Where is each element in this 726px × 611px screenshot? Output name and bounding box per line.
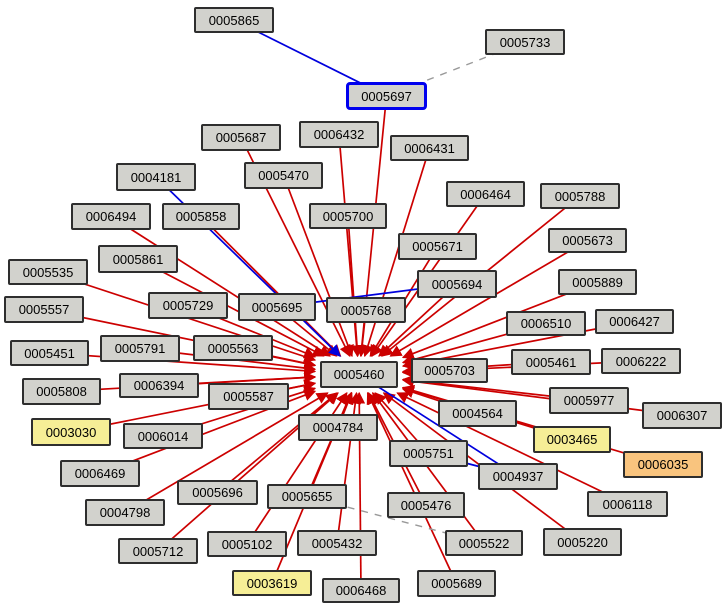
graph-edge-red (124, 392, 329, 514)
graph-node-0006431[interactable]: 0006431 (390, 135, 469, 161)
graph-node-0005788[interactable]: 0005788 (540, 183, 620, 209)
graph-node-0006468[interactable]: 0006468 (322, 578, 400, 603)
graph-node-0006035[interactable]: 0006035 (623, 451, 703, 478)
graph-edge-red (282, 175, 354, 358)
graph-edge-red (49, 352, 317, 377)
graph-edge-red (396, 392, 628, 505)
graph-node-0005768[interactable]: 0005768 (326, 297, 406, 323)
graph-node-0005700[interactable]: 0005700 (309, 203, 387, 229)
graph-node-0005587[interactable]: 0005587 (208, 383, 289, 410)
graph-node-0005733[interactable]: 0005733 (485, 29, 565, 55)
graph-node-0006494[interactable]: 0006494 (71, 203, 151, 230)
graph-node-0005861[interactable]: 0005861 (98, 245, 178, 273)
graph-node-0004564[interactable]: 0004564 (438, 400, 517, 427)
graph-node-0005220[interactable]: 0005220 (543, 528, 622, 556)
graph-node-0004181[interactable]: 0004181 (116, 163, 196, 191)
graph-node-0005694[interactable]: 0005694 (417, 270, 497, 298)
graph-node-0005535[interactable]: 0005535 (8, 259, 88, 285)
graph-node-0005689[interactable]: 0005689 (417, 570, 496, 597)
graph-node-0005858[interactable]: 0005858 (162, 203, 240, 230)
graph-node-0005712[interactable]: 0005712 (118, 538, 198, 564)
graph-edge-red (389, 239, 588, 357)
graph-node-0005673[interactable]: 0005673 (548, 228, 627, 253)
graph-edge-red (216, 392, 338, 494)
graph-node-0005655[interactable]: 0005655 (267, 484, 347, 509)
graph-edge-red (347, 215, 363, 358)
graph-node-0005695[interactable]: 0005695 (238, 293, 316, 321)
graph-node-0006464[interactable]: 0006464 (446, 181, 525, 207)
graph-edge-red (110, 215, 331, 357)
graph-node-0006222[interactable]: 0006222 (601, 348, 681, 374)
graph-node-0005703[interactable]: 0005703 (411, 358, 488, 383)
graph-node-0005687[interactable]: 0005687 (201, 124, 281, 151)
graph-node-0005102[interactable]: 0005102 (207, 531, 287, 557)
graph-node-0005696[interactable]: 0005696 (177, 480, 258, 505)
graph-edge-red (372, 392, 485, 544)
graph-node-0003030[interactable]: 0003030 (31, 418, 111, 446)
graph-node-0004937[interactable]: 0004937 (478, 463, 558, 490)
graph-node-0005977[interactable]: 0005977 (549, 387, 629, 414)
graph-node-0003619[interactable]: 0003619 (232, 570, 312, 596)
graph-node-0006432[interactable]: 0006432 (299, 121, 379, 148)
graph-node-0005461[interactable]: 0005461 (511, 349, 591, 375)
graph-node-0005808[interactable]: 0005808 (22, 378, 101, 405)
graph-node-0005697[interactable]: 0005697 (346, 82, 427, 110)
graph-node-0005476[interactable]: 0005476 (387, 492, 465, 518)
graph-node-0005470[interactable]: 0005470 (244, 162, 323, 189)
graph-node-0005889[interactable]: 0005889 (558, 269, 637, 295)
graph-node-0005865[interactable]: 0005865 (194, 7, 274, 33)
graph-node-0005671[interactable]: 0005671 (398, 233, 477, 260)
graph-node-0005460-central[interactable]: 0005460 (320, 361, 398, 388)
graph-node-0005729[interactable]: 0005729 (148, 292, 228, 319)
graph-node-0005522[interactable]: 0005522 (445, 530, 523, 556)
graph-edge-red (366, 391, 458, 584)
graph-edge-dashed (386, 41, 526, 97)
graph-edge-red (137, 258, 325, 357)
graph-node-0006014[interactable]: 0006014 (123, 423, 203, 449)
graph-node-0006510[interactable]: 0006510 (506, 311, 586, 336)
graph-node-0005557[interactable]: 0005557 (4, 296, 84, 323)
graph-node-0006394[interactable]: 0006394 (119, 373, 199, 398)
graph-node-0003465[interactable]: 0003465 (533, 426, 611, 453)
graph-node-0004798[interactable]: 0004798 (85, 499, 165, 526)
graph-node-0005751[interactable]: 0005751 (389, 440, 468, 467)
graph-node-0005563[interactable]: 0005563 (193, 335, 273, 361)
graph-node-0006307[interactable]: 0006307 (642, 402, 722, 429)
graph-node-0006118[interactable]: 0006118 (587, 491, 668, 517)
graph-node-0004784[interactable]: 0004784 (298, 414, 378, 441)
graph-node-0005791[interactable]: 0005791 (100, 335, 180, 362)
graph-node-0005451[interactable]: 0005451 (10, 340, 89, 366)
graph-node-0006469[interactable]: 0006469 (60, 460, 140, 487)
graph-edge-red (401, 375, 683, 417)
graph-node-0006427[interactable]: 0006427 (595, 309, 674, 334)
graph-node-0005432[interactable]: 0005432 (297, 530, 377, 556)
